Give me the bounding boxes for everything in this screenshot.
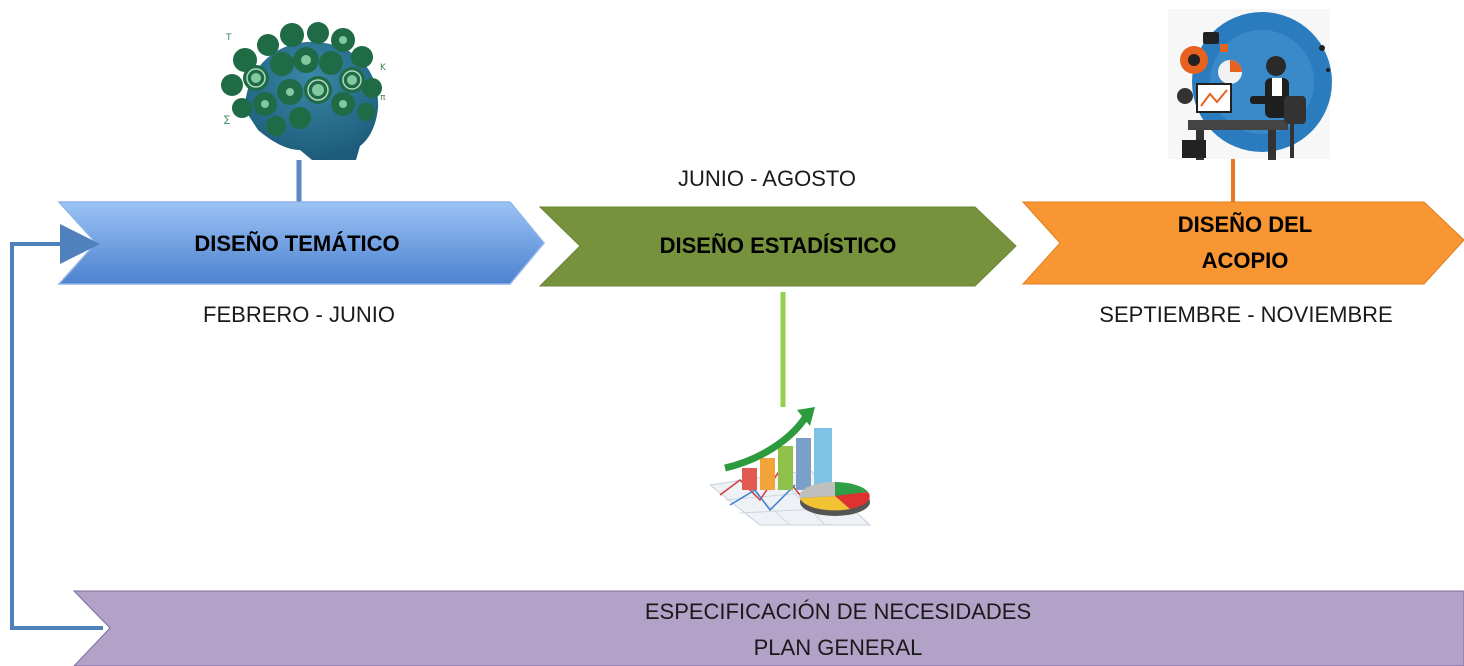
- businessman-computer-icon: [1168, 9, 1332, 160]
- stage-1-dates: FEBRERO - JUNIO: [203, 302, 395, 327]
- stage-1-title: DISEÑO TEMÁTICO: [194, 231, 399, 256]
- stage-2-dates: JUNIO - AGOSTO: [678, 166, 856, 191]
- stage-2-chevron: [538, 206, 1017, 287]
- feedback-loop-arrow: [10, 224, 103, 630]
- base-chevron: [72, 590, 1464, 666]
- base-line-2: PLAN GENERAL: [754, 635, 923, 660]
- stage-diseno-tematico: DISEÑO TEMÁTICO FEBRERO - JUNIO: [57, 201, 545, 327]
- svg-text:K: K: [380, 63, 387, 73]
- stage-3-dates: SEPTIEMBRE - NOVIEMBRE: [1099, 302, 1392, 327]
- stage-3-title-line-1: DISEÑO DEL: [1178, 212, 1312, 237]
- base-plan-general: ESPECIFICACIÓN DE NECESIDADES PLAN GENER…: [72, 590, 1464, 666]
- svg-text:∑: ∑: [224, 115, 230, 125]
- base-line-1: ESPECIFICACIÓN DE NECESIDADES: [645, 599, 1031, 624]
- svg-text:π: π: [380, 93, 386, 103]
- stage-3-chevron: [1021, 201, 1464, 285]
- stage-diseno-estadistico: DISEÑO ESTADÍSTICO JUNIO - AGOSTO: [538, 166, 1017, 287]
- stage-3-title-line-2: ACOPIO: [1202, 248, 1289, 273]
- stage-2-title: DISEÑO ESTADÍSTICO: [660, 233, 897, 258]
- statistics-charts-icon: [708, 407, 872, 526]
- svg-text:T: T: [225, 33, 232, 43]
- stage-diseno-del-acopio: DISEÑO DEL ACOPIO SEPTIEMBRE - NOVIEMBRE: [1021, 201, 1464, 327]
- brain-head-icon: T K ∑ π: [221, 22, 387, 160]
